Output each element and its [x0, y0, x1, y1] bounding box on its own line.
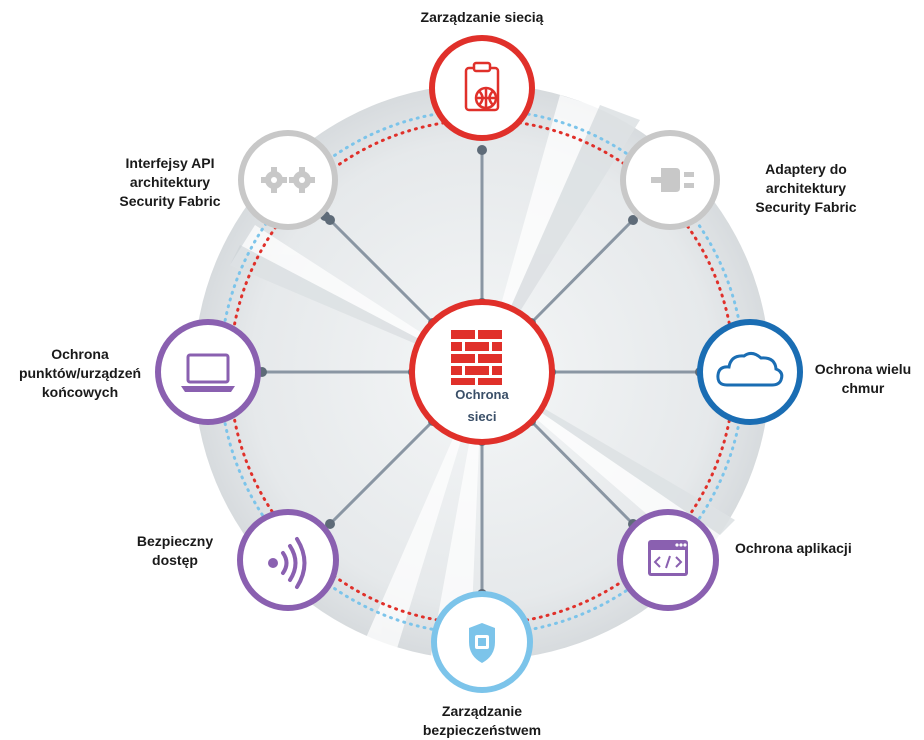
plug-adapter-icon	[651, 168, 694, 192]
center-node-network-protection[interactable]	[409, 299, 555, 445]
shield-icon	[469, 623, 495, 663]
center-node-label: Ochrona sieci	[455, 387, 509, 424]
wireless-signal-icon	[268, 537, 307, 589]
node-application-protection[interactable]	[617, 509, 719, 611]
node-security-management[interactable]	[431, 591, 533, 693]
gears-icon	[261, 167, 315, 193]
laptop-icon	[181, 353, 235, 392]
node-network-management[interactable]	[429, 35, 535, 141]
label-fabric-adapters: Adaptery do architektury Security Fabric	[755, 161, 857, 215]
label-fabric-apis: Interfejsy API architektury Security Fab…	[119, 155, 221, 209]
label-multicloud-protection: Ochrona wielu chmur	[814, 361, 912, 396]
label-network-management: Zarządzanie siecią	[420, 9, 544, 25]
code-window-icon	[648, 540, 688, 576]
label-security-management: Zarządzanie bezpieczeństwem	[422, 703, 542, 738]
node-endpoint-protection[interactable]	[155, 319, 261, 425]
node-fabric-adapters[interactable]	[620, 130, 720, 230]
spokes	[262, 150, 700, 594]
label-secure-access: Bezpieczny dostęp	[136, 533, 214, 568]
clipboard-globe-icon	[464, 61, 500, 112]
node-fabric-apis[interactable]	[238, 130, 338, 230]
label-endpoint-protection: Ochrona punktów/urządzeń końcowych	[18, 346, 142, 400]
label-application-protection: Ochrona aplikacji	[735, 540, 852, 556]
firewall-brick-icon	[451, 330, 502, 385]
node-multicloud-protection[interactable]	[697, 319, 803, 425]
node-secure-access[interactable]	[237, 509, 339, 611]
cloud-icon	[716, 351, 784, 387]
